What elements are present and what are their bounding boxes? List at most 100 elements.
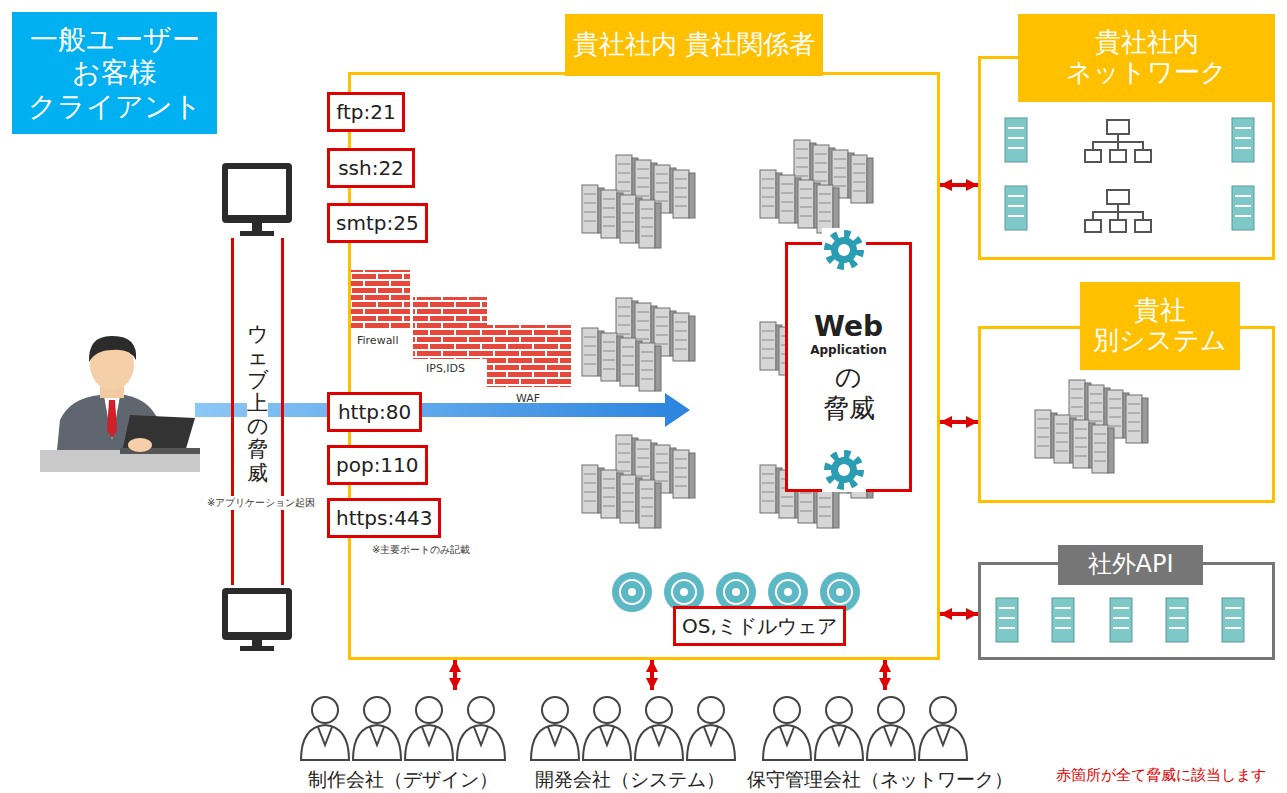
- node-label: ssh:22: [338, 156, 404, 180]
- person-body: [301, 725, 349, 760]
- person-head: [416, 697, 442, 723]
- server-slot: [1225, 617, 1241, 619]
- rack-slot: [618, 182, 630, 183]
- connector-arrow: [940, 612, 978, 616]
- server-slot: [1235, 147, 1251, 149]
- rack-slot: [637, 178, 649, 179]
- server-icon: [1052, 598, 1074, 642]
- rack-slot: [1128, 413, 1140, 414]
- rack-slot: [1056, 424, 1068, 425]
- rack-slot: [603, 342, 615, 343]
- server-rack: [779, 175, 795, 223]
- rack-slot: [618, 173, 630, 174]
- server-slot: [1169, 617, 1185, 619]
- system-box: 貴社 別システム: [978, 282, 1275, 503]
- rack-slot: [1056, 433, 1068, 434]
- rack-slot: [781, 211, 793, 212]
- gear-hole: [838, 464, 850, 476]
- rack-slot: [622, 374, 634, 375]
- node-label: Application: [810, 343, 887, 357]
- rack-slot: [641, 361, 653, 362]
- rack-slot: [656, 481, 668, 482]
- rack-slot: [834, 159, 846, 160]
- rack-slot: [637, 169, 649, 170]
- tree-node: [1085, 150, 1101, 162]
- rack-slot: [656, 174, 668, 175]
- server-slot: [1055, 607, 1071, 609]
- rack-slot: [1109, 417, 1121, 418]
- rack-slot: [853, 164, 865, 165]
- gear-ground: [822, 228, 866, 272]
- rack-slot: [641, 218, 653, 219]
- region-header: 貴社社内 ネットワーク: [1018, 14, 1275, 102]
- disc-ring: [724, 580, 748, 604]
- rack-slot: [1037, 419, 1049, 420]
- server-slot: [1113, 607, 1129, 609]
- tree-link: [1093, 204, 1143, 220]
- rack-slot: [603, 199, 615, 200]
- rack-slot: [1075, 456, 1087, 457]
- rack-slot: [622, 511, 634, 512]
- person-body: [763, 725, 811, 760]
- person-body: [867, 725, 915, 760]
- client-box: 一般ユーザー お客様 クライアント: [12, 12, 217, 134]
- server-rack: [1126, 395, 1142, 443]
- node-label: OS,ミドルウェア: [682, 613, 837, 640]
- disc-ring: [828, 580, 852, 604]
- rack-slot: [603, 217, 615, 218]
- rack-slot: [584, 364, 596, 365]
- server-rack: [639, 200, 655, 248]
- rack-slot: [1090, 412, 1102, 413]
- rack-slot: [675, 486, 687, 487]
- person-head: [774, 697, 800, 723]
- server-slot: [1008, 147, 1024, 149]
- server-icon: [1005, 186, 1027, 230]
- rack-slot: [622, 204, 634, 205]
- node-label: smtp:25: [336, 211, 419, 235]
- node-label: 制作会社（デザイン）: [290, 767, 515, 791]
- server-rack: [620, 475, 636, 523]
- server-side: [655, 203, 661, 248]
- rack-slot: [603, 360, 615, 361]
- rack-slot: [637, 476, 649, 477]
- rack-slot: [762, 206, 774, 207]
- rack-slot: [815, 181, 827, 182]
- person-collar: [548, 727, 562, 745]
- rack-slot: [819, 212, 831, 213]
- rack-slot: [641, 209, 653, 210]
- node-label: 開発会社（システム）: [522, 767, 737, 791]
- rack-slot: [1037, 437, 1049, 438]
- rack-slot: [1071, 407, 1083, 408]
- server-icon: [1166, 598, 1188, 642]
- rack-slot: [1071, 398, 1083, 399]
- server-slot: [1113, 627, 1129, 629]
- person-head: [930, 697, 956, 723]
- rack-slot: [781, 193, 793, 194]
- server-side: [689, 316, 695, 361]
- tree-node: [1107, 120, 1129, 134]
- rack-slot: [1037, 428, 1049, 429]
- tree-link: [1093, 134, 1143, 150]
- rack-slot: [1071, 389, 1083, 390]
- server-slot: [1169, 607, 1185, 609]
- gear-hole: [838, 244, 850, 256]
- rack-slot: [641, 489, 653, 490]
- rack-slot: [853, 182, 865, 183]
- rack-slot: [1075, 438, 1087, 439]
- partner-group: 開発会社（システム）: [522, 690, 737, 793]
- security-walls: [350, 270, 571, 387]
- server-rack: [639, 343, 655, 391]
- server-rack: [601, 470, 617, 518]
- rack-slot: [622, 502, 634, 503]
- rack-slot: [584, 501, 596, 502]
- rack-slot: [603, 208, 615, 209]
- rack-slot: [762, 331, 774, 332]
- server-rack: [1035, 410, 1051, 458]
- rack-slot: [762, 483, 774, 484]
- person-collar: [474, 727, 488, 745]
- rack-slot: [656, 183, 668, 184]
- tree-node: [1110, 150, 1126, 162]
- rack-slot: [796, 158, 808, 159]
- disc-ring: [620, 580, 644, 604]
- rack-slot: [1056, 451, 1068, 452]
